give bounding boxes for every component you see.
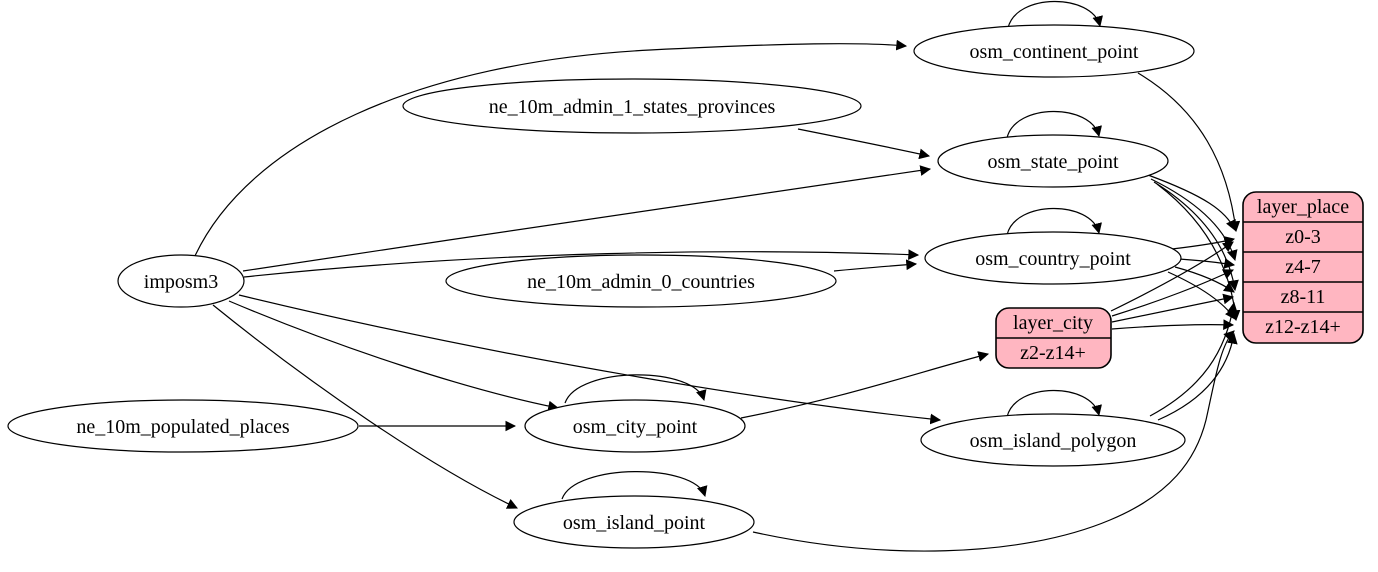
selfloop-osm-state-point <box>1006 110 1102 139</box>
selfloop-osm-island-point <box>561 471 708 500</box>
osm-continent-point-label: osm_continent_point <box>970 41 1139 63</box>
node-osm-city-point: osm_city_point <box>524 399 746 453</box>
edge-layer-city-to-layer-place-z4-7 <box>1111 269 1234 317</box>
edge-osm-country-point-to-layer-place-z4-7 <box>1178 258 1236 269</box>
osm-country-point-shape <box>924 231 1182 285</box>
node-layer-city: layer_city z2-z14+ <box>995 307 1112 369</box>
edge-osm-city-point-to-layer-city-z2-z14 <box>740 351 990 419</box>
layer-city-title: layer_city <box>1013 312 1093 334</box>
imposm3-shape <box>117 254 245 308</box>
ne-10m-admin-1-states-provinces-shape <box>402 78 862 134</box>
edge-imposm3-to-osm-island-polygon <box>238 294 942 425</box>
edge-osm-state-point-to-layer-place-z0-3 <box>1147 174 1236 231</box>
edge-imposm3-to-osm-continent-point <box>193 39 908 259</box>
node-imposm3: imposm3 <box>117 254 245 308</box>
layer-place-row-z12-z14: z12-z14+ <box>1265 316 1341 338</box>
edge-osm-country-point-to-layer-place-z12-z14 <box>1167 271 1236 320</box>
osm-island-polygon-shape <box>920 413 1186 467</box>
osm-city-point-label: osm_city_point <box>573 416 698 438</box>
node-osm-continent-point: osm_continent_point <box>913 24 1195 78</box>
osm-city-point-shape <box>524 399 746 453</box>
edge-layer-city-to-layer-place-z8-11 <box>1111 293 1235 323</box>
node-osm-island-point: osm_island_point <box>513 495 755 549</box>
layer-place-row-z0-3: z0-3 <box>1285 226 1321 248</box>
layer-city-row-z2-z14: z2-z14+ <box>1020 342 1086 364</box>
node-ne-10m-admin-0-countries: ne_10m_admin_0_countries <box>445 254 837 308</box>
osm-country-point-label: osm_country_point <box>975 248 1131 270</box>
edge-osm-country-point-to-layer-place-z0-3 <box>1171 236 1236 250</box>
edge-ne-10m-admin-0-to-osm-country-point <box>833 259 918 272</box>
layer-place-row-z8-11: z8-11 <box>1281 286 1326 308</box>
edges <box>193 0 1241 552</box>
ne-10m-admin-0-countries-shape <box>445 254 837 308</box>
edge-ne-10m-admin-1-to-osm-state-point <box>797 128 931 160</box>
osm-continent-point-shape <box>913 24 1195 78</box>
osm-state-point-shape <box>937 134 1169 188</box>
layer-place-box <box>1242 191 1364 344</box>
edge-osm-island-polygon-to-layer-place-z8-11 <box>1149 301 1238 417</box>
edge-osm-island-point-to-layer-place-z12-z14 <box>752 330 1235 552</box>
edge-imposm3-to-osm-city-point <box>228 300 560 412</box>
osm-island-point-shape <box>513 495 755 549</box>
ne-10m-admin-0-countries-label: ne_10m_admin_0_countries <box>527 271 755 293</box>
edge-osm-state-point-to-layer-place-z8-11 <box>1153 181 1239 292</box>
node-osm-state-point: osm_state_point <box>937 134 1169 188</box>
edge-osm-country-point-to-layer-place-z8-11 <box>1174 266 1235 293</box>
ne-10m-admin-1-states-provinces-label: ne_10m_admin_1_states_provinces <box>489 96 776 118</box>
osm-island-point-label: osm_island_point <box>563 512 706 534</box>
selfloop-osm-island-polygon <box>1006 389 1102 418</box>
node-ne-10m-admin-1-states-provinces: ne_10m_admin_1_states_provinces <box>402 78 862 134</box>
layer-place-title: layer_place <box>1257 196 1349 218</box>
node-layer-place: layer_place z0-3 z4-7 z8-11 z12-z14+ <box>1242 191 1364 344</box>
imposm3-label: imposm3 <box>144 271 218 293</box>
edge-imposm3-to-osm-country-point <box>243 249 920 278</box>
selfloop-osm-city-point <box>564 374 707 404</box>
node-ne-10m-populated-places: ne_10m_populated_places <box>7 399 359 453</box>
node-osm-island-polygon: osm_island_polygon <box>920 413 1186 467</box>
edge-layer-city-to-layer-place-z0-3 <box>1110 241 1234 312</box>
selfloop-osm-continent-point <box>1007 0 1103 29</box>
selfloop-osm-country-point <box>1006 207 1102 236</box>
node-osm-country-point: osm_country_point <box>924 231 1182 285</box>
layer-place-row-z4-7: z4-7 <box>1285 256 1321 278</box>
ne-10m-populated-places-label: ne_10m_populated_places <box>76 416 289 438</box>
osm-island-polygon-label: osm_island_polygon <box>970 430 1137 452</box>
edge-osm-island-polygon-to-layer-place-z12-z14 <box>1157 332 1238 421</box>
osm-state-point-label: osm_state_point <box>987 151 1119 173</box>
ne-10m-populated-places-shape <box>7 399 359 453</box>
edge-imposm3-to-osm-island-point <box>212 304 518 509</box>
edge-osm-continent-point-to-layer-place-z0-3 <box>1137 72 1241 233</box>
edge-layer-city-to-layer-place-z12-z14 <box>1111 319 1235 331</box>
